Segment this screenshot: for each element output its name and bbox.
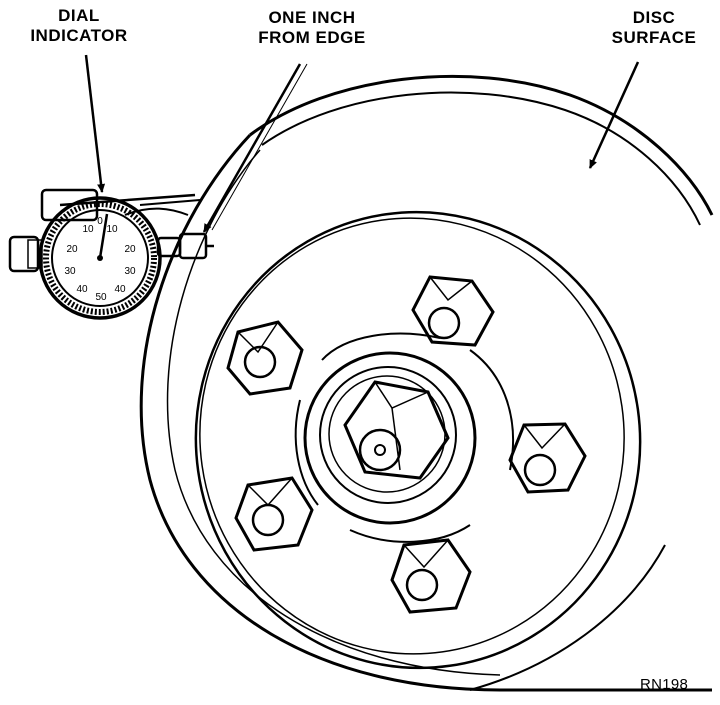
dial-indicator-arrow [84, 54, 106, 193]
disc-surface-label: DISC SURFACE [604, 8, 704, 48]
hub-flange [194, 210, 642, 670]
gauge-number: 10 [106, 224, 118, 235]
lug-nuts [226, 275, 587, 614]
disc-surface-label-line1: DISC [632, 8, 676, 27]
gauge-number: 30 [124, 266, 136, 277]
hub-cap-outer [303, 351, 477, 525]
gauge-bezel-knurl [43, 201, 157, 315]
spindle-center [374, 444, 386, 456]
gauge-side-knob-inner [27, 239, 43, 269]
gauge-number: 50 [95, 292, 107, 303]
dial-indicator-label-line1: DIAL [58, 6, 100, 25]
gauge-number: 40 [114, 284, 126, 295]
hub-flange-inner [199, 217, 625, 655]
spindle-nut [343, 380, 450, 480]
hub-raised-ring [321, 332, 441, 361]
disc-outer-edge [249, 74, 714, 216]
gauge-plunger [178, 232, 208, 260]
one-inch-arrow-shadow [211, 63, 308, 231]
gauge-number: 40 [76, 284, 88, 295]
one-inch-from-edge-label: ONE INCH FROM EDGE [232, 8, 392, 48]
gauge-number: 0 [97, 216, 103, 227]
spindle-end [358, 428, 402, 472]
dial-indicator-label: DIAL INDICATOR [4, 6, 154, 46]
hub-raised-ring-bottom [349, 524, 471, 543]
dial-indicator-label-line2: INDICATOR [30, 26, 128, 45]
gauge-number: 30 [64, 266, 76, 277]
dial-indicator-gauge: 10 20 30 40 50 40 30 20 10 0 [8, 188, 214, 320]
lug-nut-right [508, 422, 587, 494]
center-hub [303, 351, 477, 525]
hub-cap-ring [319, 366, 457, 504]
disc-face-inner-shade [166, 149, 501, 676]
figure-code: RN198 [640, 676, 689, 693]
disc-outer-edge-inner [261, 91, 701, 226]
hub-flange-outer [194, 210, 642, 670]
one-inch-arrow [202, 63, 302, 233]
hub-raised-ring-left [294, 399, 319, 506]
one-inch-label-line1: ONE INCH [268, 8, 356, 27]
gauge-bezel [38, 196, 162, 320]
gauge-number: 20 [66, 244, 78, 255]
gauge-side-knob [8, 235, 40, 273]
gauge-center [97, 255, 103, 261]
gauge-face [51, 209, 149, 307]
disc-surface-arrow [588, 61, 640, 169]
leader-arrows [84, 54, 640, 233]
indicator-arm [59, 193, 201, 216]
gauge-number: 20 [124, 244, 136, 255]
gauge-number: 10 [82, 224, 94, 235]
hub-raised-ring-right [469, 349, 514, 471]
disc-surface-label-line2: SURFACE [611, 28, 697, 47]
lug-nut-bottom [390, 538, 472, 614]
gauge-needle [98, 213, 109, 259]
lug-nut-upper-left [226, 320, 304, 396]
disc-face-lower-edge [469, 544, 666, 691]
one-inch-label-line2: FROM EDGE [258, 28, 366, 47]
lug-nut-lower-left [234, 476, 314, 552]
lug-nut-top [411, 275, 495, 347]
